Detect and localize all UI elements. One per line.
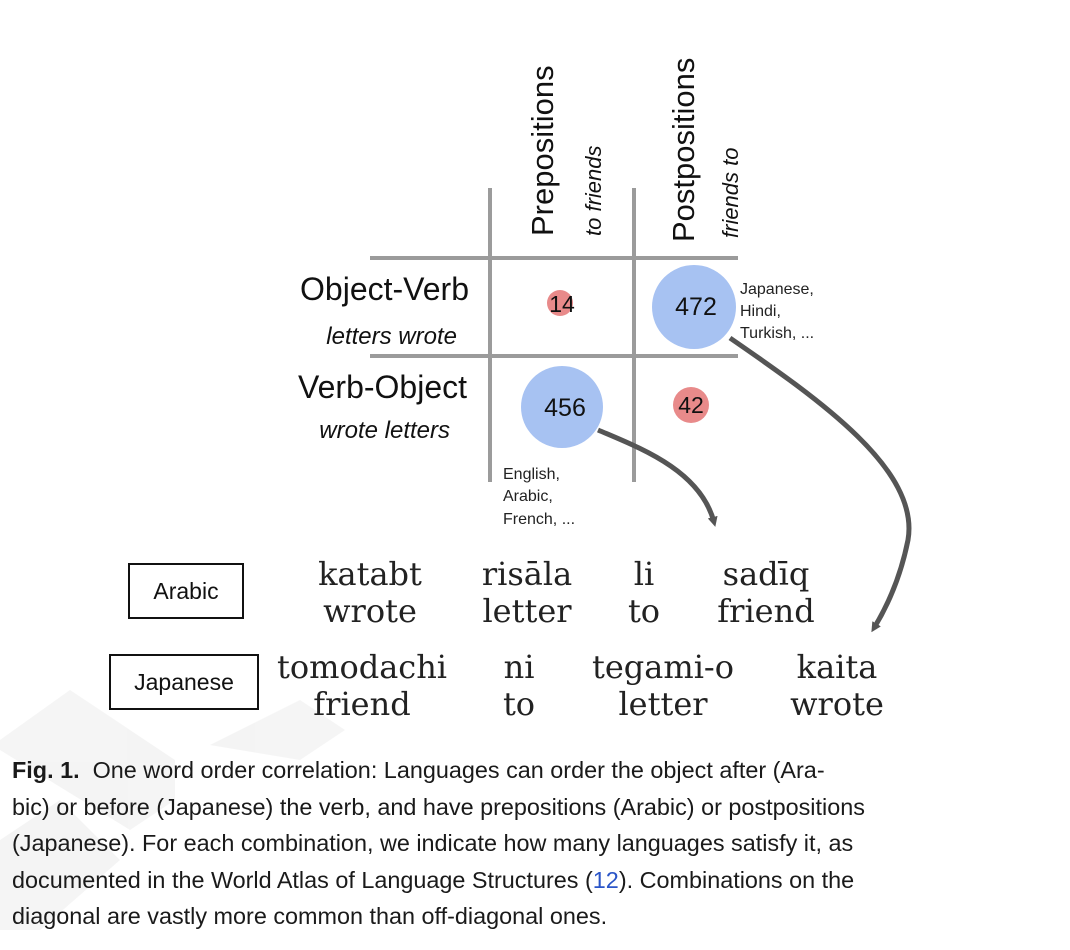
japanese-word: kaita [797, 648, 878, 686]
annotation-line: Hindi, [740, 303, 781, 320]
row-header-object-verb: Object-Verb [300, 271, 469, 307]
column-example-prepositions: to friends [581, 146, 606, 237]
arrow-vo-to-arabic [597, 427, 718, 527]
arabic-example: katabt wrote risāla letter li to sadīq f… [318, 555, 815, 630]
count-circle-ov-prepositions [547, 290, 573, 316]
column-example-postpositions: friends to [718, 148, 743, 239]
arabic-gloss: friend [717, 592, 814, 630]
caption-text: ). Combinations on the [618, 866, 855, 893]
caption-line: documented in the World Atlas of Languag… [12, 862, 1012, 899]
count-circle-vo-postpositions [673, 387, 709, 423]
citation-link[interactable]: 12 [592, 866, 619, 893]
arabic-gloss: to [628, 592, 660, 630]
caption-text: documented in the World Atlas of Languag… [12, 866, 593, 893]
japanese-word: ni [504, 648, 535, 686]
japanese-gloss: to [503, 685, 535, 723]
caption-line: Fig. 1. One word order correlation: Lang… [12, 752, 1012, 789]
japanese-gloss: letter [618, 685, 708, 723]
count-circle-ov-postpositions [652, 265, 736, 349]
japanese-word: tomodachi [277, 648, 447, 686]
language-label-arabic: Arabic [153, 577, 219, 604]
language-label-japanese: Japanese [134, 668, 234, 695]
count-circle-vo-prepositions [521, 366, 603, 448]
japanese-example: tomodachi friend ni to tegami-o letter k… [277, 648, 884, 723]
annotation-prepositions-vo: English, Arabic, French, ... [503, 466, 575, 528]
count-circles [521, 265, 736, 448]
arrow-ov-to-japanese [728, 335, 912, 633]
japanese-gloss: wrote [790, 685, 884, 723]
caption-figure-label: Fig. 1. [12, 757, 80, 783]
column-header-prepositions: Prepositions [525, 65, 560, 236]
word-order-figure: Prepositions to friends Postpositions fr… [277, 58, 912, 723]
annotation-line: English, [503, 466, 560, 483]
figure-caption: Fig. 1. One word order correlation: Lang… [12, 752, 1012, 935]
arabic-gloss: wrote [323, 592, 417, 630]
japanese-word: tegami-o [592, 648, 734, 686]
count-ov-prepositions: 14 [549, 291, 575, 317]
annotation-line: Arabic, [503, 488, 553, 505]
count-vo-postpositions: 42 [678, 392, 704, 418]
column-header-postpositions: Postpositions [666, 58, 701, 242]
caption-line: diagonal are vastly more common than off… [12, 903, 608, 930]
arabic-word: li [634, 555, 654, 593]
row-header-verb-object: Verb-Object [298, 369, 467, 405]
annotation-line: Japanese, [740, 281, 814, 298]
arabic-word: sadīq [723, 555, 810, 593]
language-box-japanese: Japanese [109, 654, 259, 710]
annotation-line: French, ... [503, 511, 575, 528]
caption-line: (Japanese). For each combination, we ind… [12, 830, 854, 857]
arabic-word: katabt [318, 555, 422, 593]
arabic-gloss: letter [482, 592, 572, 630]
caption-line: bic) or before (Japanese) the verb, and … [12, 793, 865, 820]
grid [370, 188, 738, 482]
count-vo-prepositions: 456 [544, 394, 586, 422]
count-ov-postpositions: 472 [675, 293, 717, 321]
annotation-line: Turkish, ... [740, 325, 814, 342]
caption-text: One word order correlation: Languages ca… [92, 757, 825, 783]
arabic-word: risāla [482, 555, 572, 593]
row-example-verb-object: wrote letters [319, 417, 450, 444]
japanese-gloss: friend [313, 685, 410, 723]
language-box-arabic: Arabic [128, 563, 244, 619]
annotation-postpositions-ov: Japanese, Hindi, Turkish, ... [740, 281, 814, 342]
row-example-object-verb: letters wrote [326, 323, 457, 350]
